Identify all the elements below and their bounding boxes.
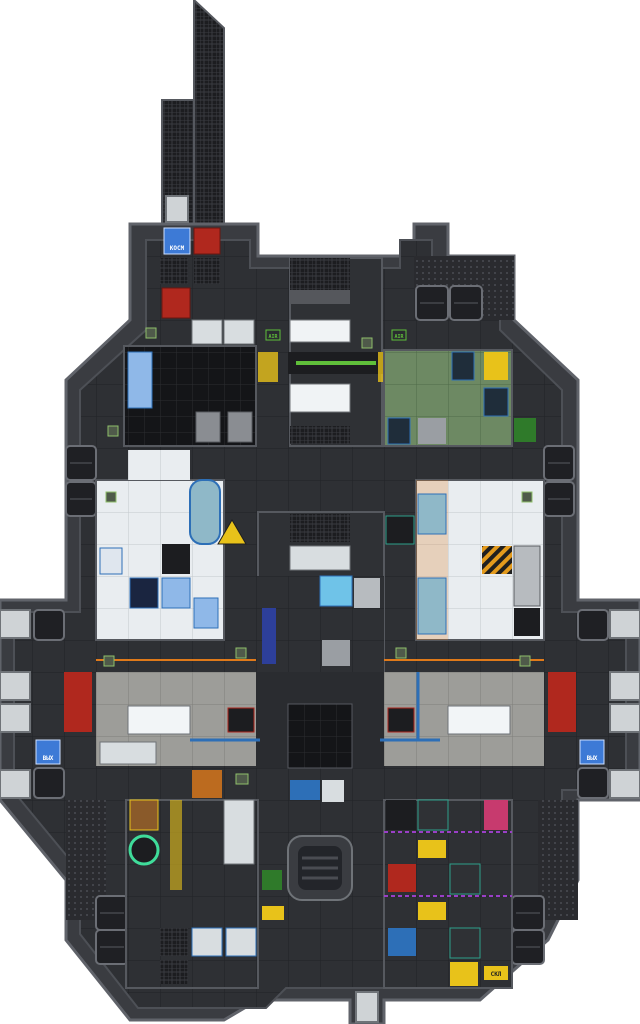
sign-cosmos-text: КОСМ bbox=[170, 245, 185, 252]
hydroponics bbox=[383, 349, 536, 447]
research bbox=[385, 479, 545, 641]
engine-group bbox=[33, 285, 609, 965]
generator bbox=[287, 835, 353, 901]
doors bbox=[103, 327, 533, 785]
docking-pods bbox=[0, 195, 640, 1023]
cargo bbox=[125, 770, 284, 989]
sign-cosmos: КОСМ bbox=[163, 227, 191, 255]
engineering bbox=[123, 227, 257, 447]
sign-air-left-text: AIR bbox=[268, 334, 278, 340]
sign-exit-right: ВЫХ bbox=[579, 739, 605, 765]
sign-air-left: AIR bbox=[265, 329, 281, 341]
bridge bbox=[258, 257, 398, 447]
sign-exit-right-text: ВЫХ bbox=[587, 755, 598, 762]
main-corridor bbox=[64, 659, 576, 802]
sign-storage: СКЛ bbox=[484, 966, 508, 980]
medbay bbox=[95, 450, 247, 641]
sign-air-right: AIR bbox=[391, 329, 407, 341]
core-room bbox=[256, 511, 385, 673]
sign-air-right-text: AIR bbox=[394, 334, 404, 340]
sign-exit-left-text: ВЫХ bbox=[43, 755, 54, 762]
sign-storage-text: СКЛ bbox=[491, 971, 502, 978]
sign-exit-left: ВЫХ bbox=[35, 739, 61, 765]
security bbox=[383, 799, 513, 989]
